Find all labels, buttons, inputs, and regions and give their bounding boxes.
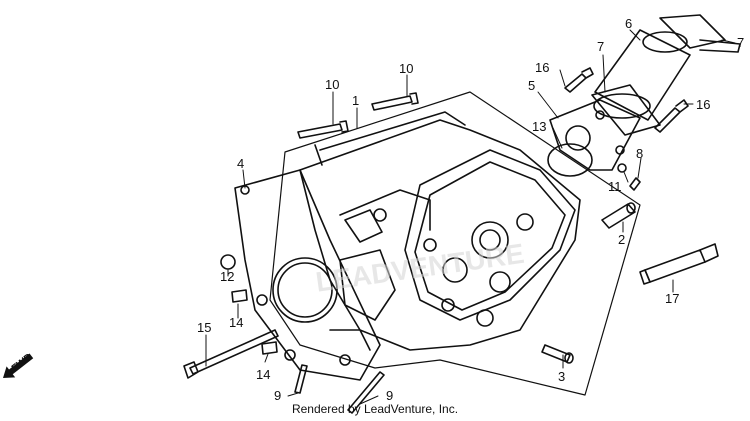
callout-14a: 14 (229, 315, 243, 330)
bolt-8 (629, 177, 641, 191)
intake-insulator (549, 99, 641, 171)
o-ring-12 (220, 254, 236, 270)
intake-tube (593, 29, 691, 121)
callout-13: 13 (532, 119, 546, 134)
callout-7a: 7 (597, 39, 604, 54)
callout-2: 2 (618, 232, 625, 247)
tube-clamp-lower (591, 84, 661, 136)
callout-10b: 10 (399, 61, 413, 76)
leader-lines (205, 29, 736, 405)
callout-9a: 9 (274, 388, 281, 403)
stud-9b (347, 371, 385, 414)
washer-11 (617, 163, 627, 173)
tube-clamp-upper (659, 14, 741, 53)
dowel-pin-3 (541, 344, 574, 364)
callout-17: 17 (665, 291, 679, 306)
bolt-16b (654, 99, 689, 133)
callout-5: 5 (528, 78, 535, 93)
callout-4: 4 (237, 156, 244, 171)
callout-6: 6 (625, 16, 632, 31)
callout-1: 1 (352, 93, 359, 108)
callout-15: 15 (197, 320, 211, 335)
bolt-16a (564, 67, 594, 93)
fwd-arrow-icon: FWD (3, 352, 35, 378)
stud-9a (294, 364, 308, 394)
callout-9b: 9 (386, 388, 393, 403)
callout-7b: 7 (737, 35, 744, 50)
cylinder-head (299, 111, 581, 351)
callout-16a: 16 (535, 60, 549, 75)
assembly-outline (269, 91, 641, 396)
spark-plug (639, 243, 719, 285)
callout-12: 12 (220, 269, 234, 284)
watermark: LEADVENTURE (314, 238, 526, 298)
callout-16b: 16 (696, 97, 710, 112)
callout-10a: 10 (325, 77, 339, 92)
cylinder-head-gasket (234, 169, 381, 381)
bolt-10a (297, 120, 349, 139)
callout-14b: 14 (256, 367, 270, 382)
insulator-gasket (547, 143, 593, 177)
callout-11: 11 (608, 179, 622, 194)
dowel-14a (231, 289, 248, 303)
bolt-10b (371, 92, 419, 111)
callout-3: 3 (558, 369, 565, 384)
fwd-label: FWD (10, 352, 35, 375)
callout-8: 8 (636, 146, 643, 161)
dowel-pin-2 (601, 202, 636, 229)
footer-credit: Rendered by LeadVenture, Inc. (291, 402, 459, 416)
stud-bolt-15 (183, 329, 279, 379)
dowel-14b (261, 341, 278, 355)
